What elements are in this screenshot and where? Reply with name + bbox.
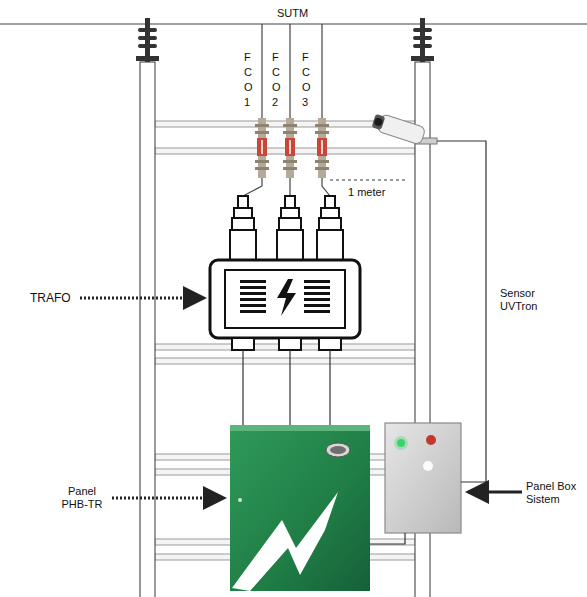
- fuse-label: FCO 1: [244, 50, 250, 110]
- transformer: [210, 260, 360, 350]
- fuse-label: FCO 2: [272, 50, 278, 110]
- part-label: Sensor UVTron: [500, 287, 552, 313]
- part-label: Panel PHB-TR: [56, 485, 108, 511]
- phb-panel: [230, 425, 370, 591]
- fuse-label: FCO 3: [302, 50, 308, 110]
- control-box: [385, 423, 461, 533]
- part-label: Panel Box Sistem: [526, 480, 584, 506]
- part-label: TRAFO: [30, 291, 71, 305]
- uvtron-camera: [371, 112, 437, 145]
- part-label: 1 meter: [348, 186, 385, 199]
- part-label: SUTM: [274, 7, 311, 20]
